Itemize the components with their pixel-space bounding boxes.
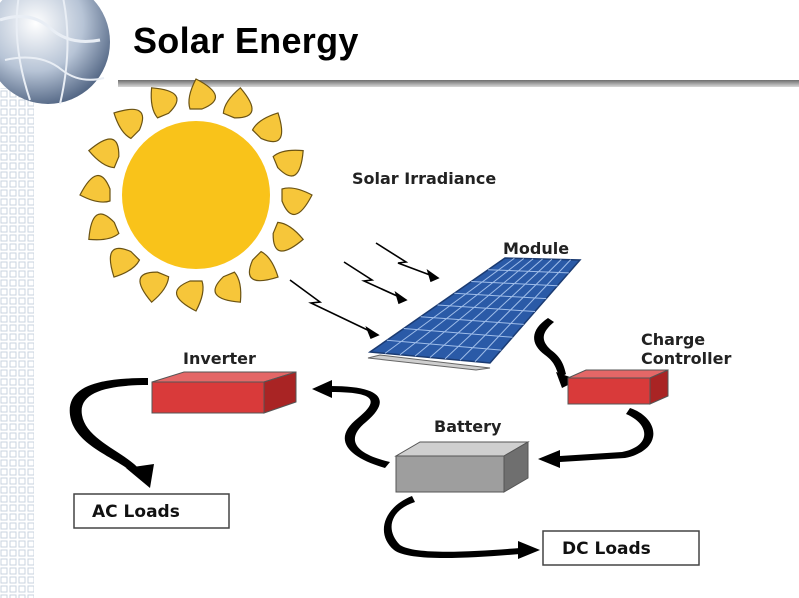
sun-ray bbox=[79, 175, 111, 203]
sun-ray bbox=[222, 86, 253, 119]
panel-cell-line bbox=[488, 269, 569, 274]
dc-loads-box bbox=[542, 530, 700, 566]
sun-ray bbox=[113, 108, 144, 140]
irradiance-arrows bbox=[289, 242, 440, 340]
battery-label: Battery bbox=[434, 417, 502, 436]
globe-icon bbox=[0, 0, 110, 105]
sun-ray bbox=[88, 213, 120, 241]
sun-ray bbox=[87, 138, 120, 169]
sun-ray bbox=[176, 280, 204, 312]
sun-ray bbox=[139, 271, 170, 304]
flow-arrows bbox=[69, 318, 654, 559]
module-label: Module bbox=[503, 239, 569, 258]
inverter-box bbox=[151, 371, 297, 414]
grid-background bbox=[0, 88, 34, 598]
ac-loads-label: AC Loads bbox=[92, 502, 180, 522]
ac-loads-box bbox=[73, 493, 230, 529]
page-title: Solar Energy bbox=[133, 20, 359, 61]
charge-controller-label-line1: Charge bbox=[641, 330, 705, 349]
sun-ray bbox=[251, 112, 283, 143]
sun-ray bbox=[109, 247, 141, 278]
panel-cell-line bbox=[454, 292, 547, 300]
sun-disc bbox=[122, 121, 270, 269]
panel-cell-line bbox=[386, 339, 502, 351]
charge-controller-label-line2: Controller bbox=[641, 349, 731, 368]
panel-cell-line bbox=[437, 304, 536, 312]
sun-icon bbox=[79, 78, 313, 312]
solar-panel-module bbox=[367, 257, 582, 371]
panel-cell-line bbox=[403, 328, 513, 338]
battery-box bbox=[394, 441, 530, 493]
sun-ray bbox=[188, 78, 216, 110]
panel-cell-line bbox=[471, 281, 558, 287]
sun-ray bbox=[150, 87, 178, 119]
sun-ray bbox=[214, 271, 242, 303]
panel-cell-line bbox=[420, 316, 524, 325]
sun-ray bbox=[281, 187, 313, 215]
dc-loads-label: DC Loads bbox=[562, 539, 651, 559]
header-underline bbox=[118, 80, 799, 87]
inverter-label: Inverter bbox=[183, 349, 256, 368]
sun-ray bbox=[272, 221, 305, 252]
sun-ray bbox=[248, 250, 279, 282]
sun-ray bbox=[272, 149, 304, 177]
solar-irradiance-label: Solar Irradiance bbox=[352, 169, 496, 188]
charge-controller-box bbox=[567, 369, 669, 405]
